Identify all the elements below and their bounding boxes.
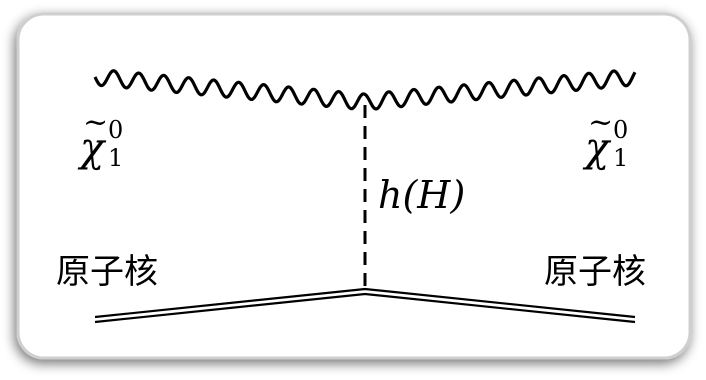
neutralino-right-subscript: 1 — [613, 144, 629, 172]
neutralino-left-subscript: 1 — [108, 144, 124, 172]
neutralino-wavy-line — [93, 69, 637, 111]
neutralino-right-tilde: ~ — [588, 105, 614, 140]
nucleus-double-line — [94, 287, 636, 324]
nucleus-left-label: 原子核 — [56, 252, 158, 292]
neutralino-left-tilde: ~ — [83, 105, 109, 140]
neutralino-left-superscript: 0 — [108, 116, 124, 144]
neutralino-right-superscript: 0 — [613, 116, 629, 144]
neutralino-right-label: ~ χ 0 1 — [585, 108, 628, 171]
neutralino-left-label: ~ χ 0 1 — [80, 108, 123, 171]
panel-frame — [16, 12, 692, 360]
nucleus-right-label: 原子核 — [544, 252, 646, 292]
neutralino-right-symbol: χ — [585, 125, 610, 171]
mediator-label: h(H) — [378, 173, 466, 217]
neutralino-left-symbol: χ — [80, 125, 105, 171]
